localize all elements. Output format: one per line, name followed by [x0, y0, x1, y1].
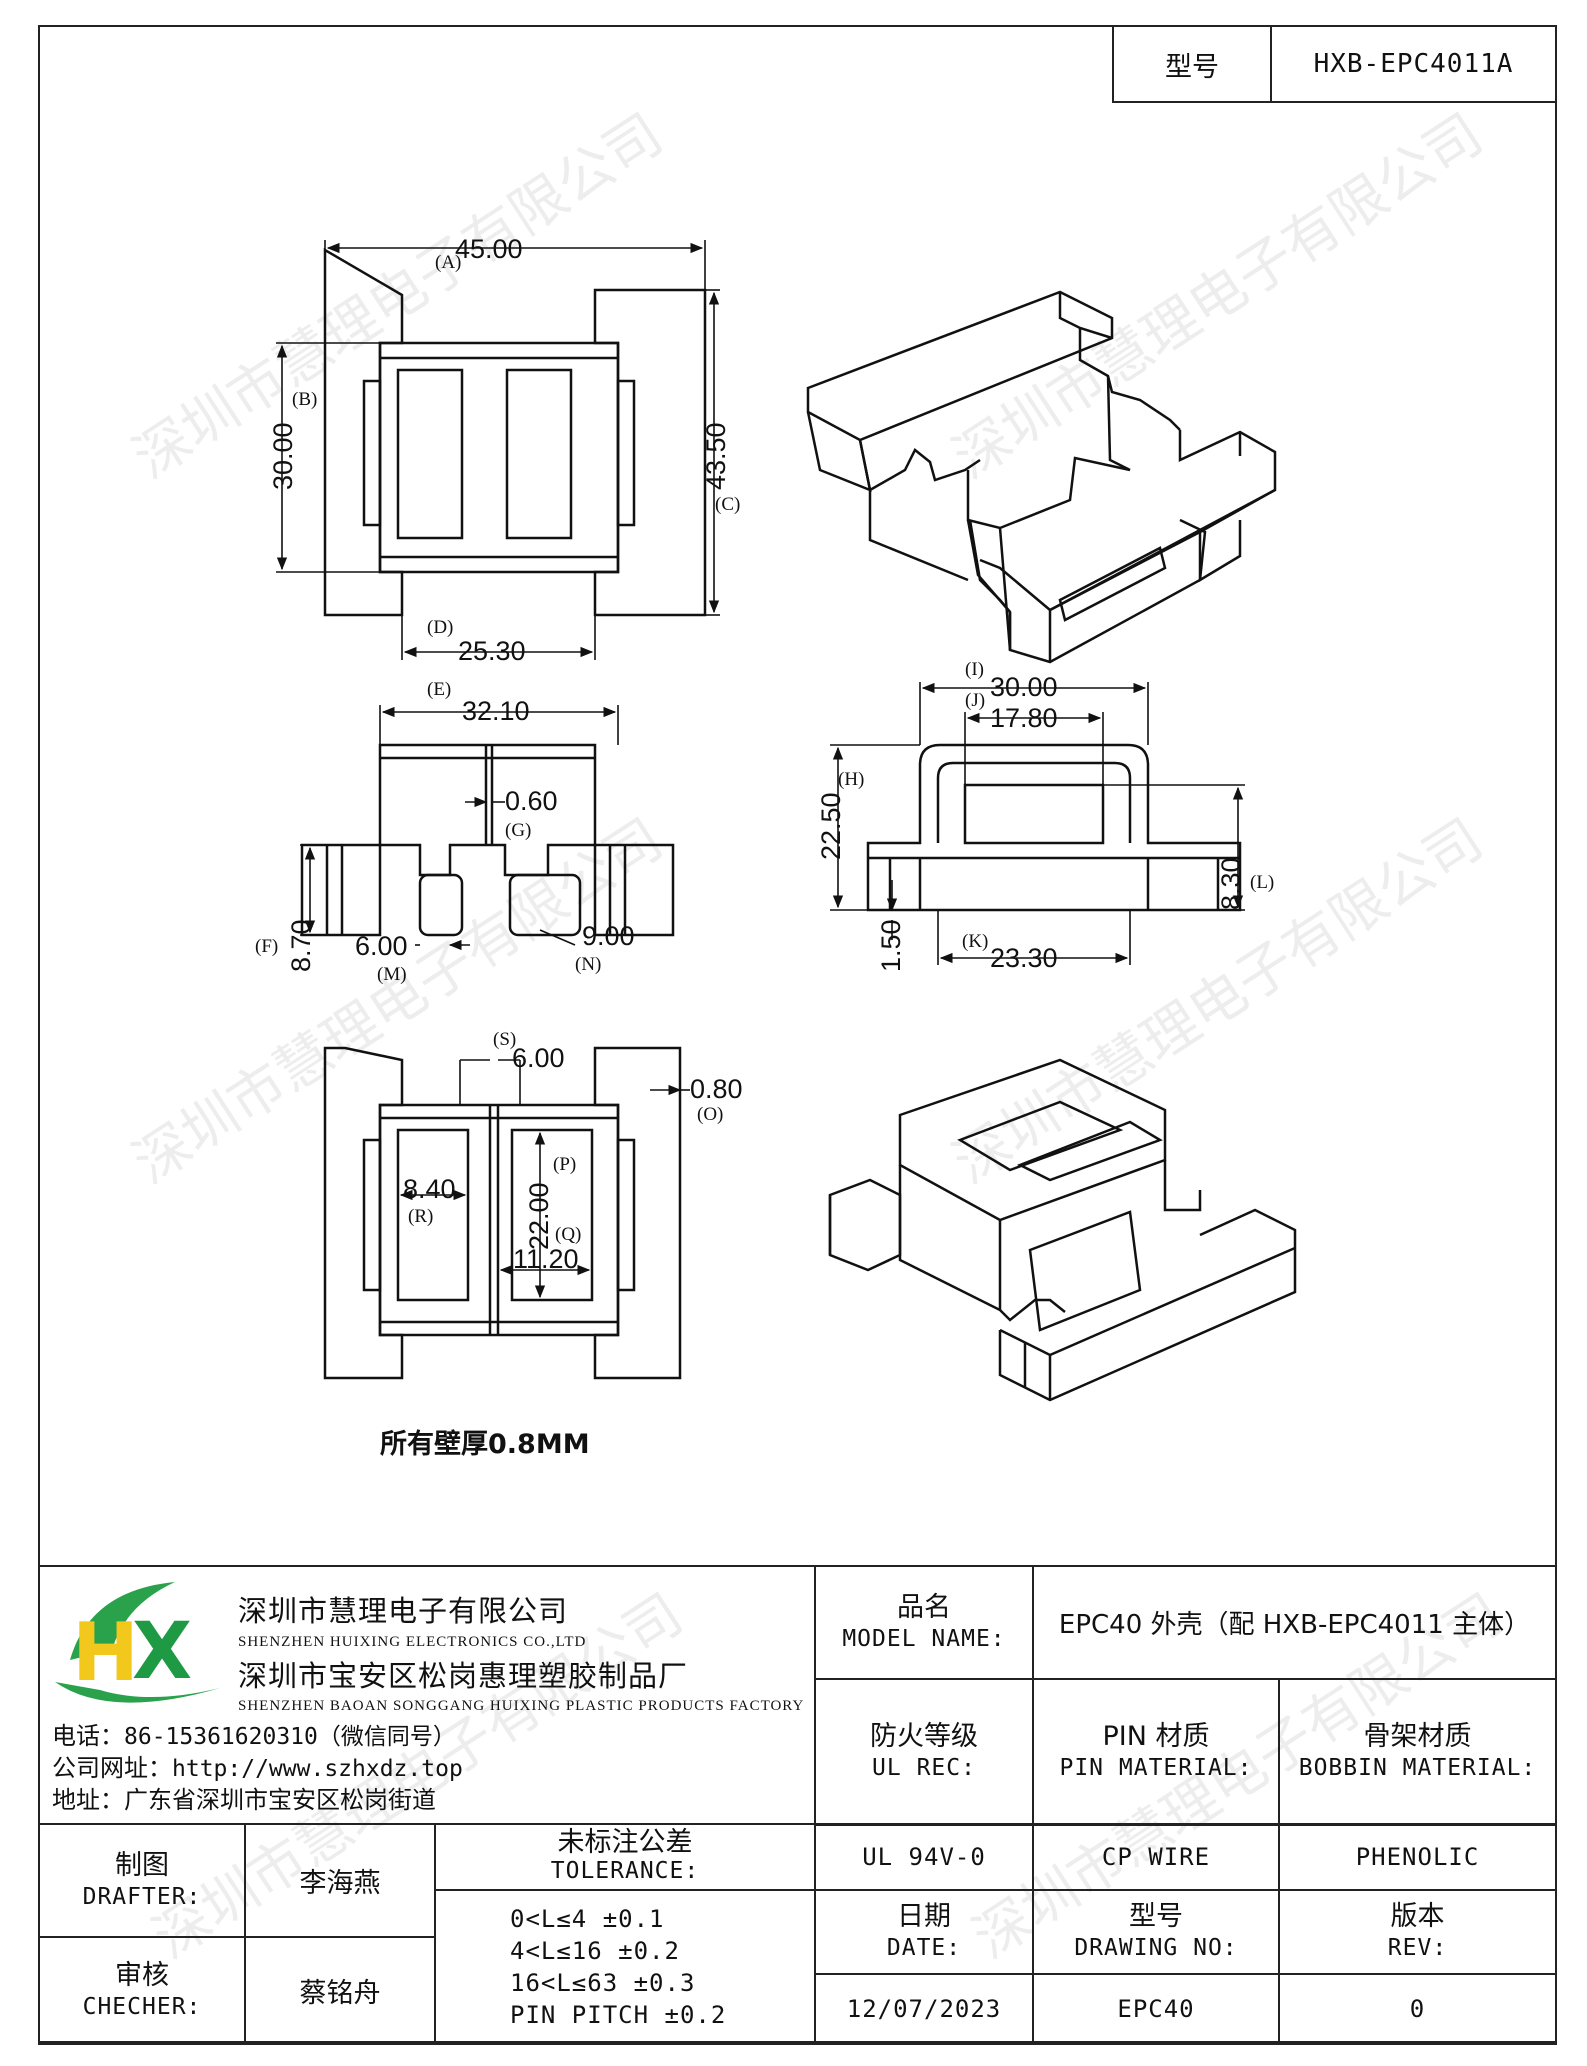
dim-d-letter: (D)	[427, 617, 453, 638]
logo-x-letter: X	[132, 1607, 192, 1697]
company-logo: H X	[55, 1582, 220, 1703]
dim-p-letter: (P)	[553, 1154, 576, 1175]
pin-material-value-cell: CP WIRE	[1032, 1823, 1280, 1891]
rev-label-cell: 版本 REV:	[1278, 1889, 1557, 1975]
side-view	[866, 743, 1242, 912]
header-model-value: HXB-EPC4011A	[1270, 25, 1557, 103]
watermark-2: 深圳市慧理电子有限公司	[942, 102, 1494, 492]
bottom-view	[323, 1046, 682, 1380]
dimension-labels: 45.00 (A) 30.00 (B) 43.50 (C) 25.30 (D) …	[255, 234, 1274, 1274]
dim-k-letter: (K)	[962, 931, 988, 952]
drawing-no-label-cell: 型号 DRAWING NO:	[1032, 1889, 1280, 1975]
company-name-2: 深圳市宝安区松岗惠理塑胶制品厂	[238, 1659, 689, 1693]
front-view	[300, 743, 675, 937]
date-label-cell: 日期 DATE:	[814, 1889, 1034, 1975]
dim-a: 45.00	[455, 234, 523, 264]
dim-q-letter: (Q)	[555, 1224, 581, 1245]
company-block	[38, 1565, 816, 1823]
dim-m-letter: (M)	[377, 964, 407, 985]
dim-e-letter: (E)	[427, 679, 451, 700]
dim-k: 23.30	[990, 943, 1058, 973]
logo-h-letter: H	[72, 1606, 139, 1699]
dim-b: 30.00	[268, 422, 298, 490]
dim-e: 32.10	[462, 696, 530, 726]
dim-h-letter: (H)	[838, 769, 864, 790]
model-name-value-cell: EPC40 外壳（配 HXB-EPC4011 主体）	[1032, 1565, 1557, 1680]
dim-f-letter: (F)	[255, 936, 278, 957]
drafter-label-cell: 制图 DRAFTER:	[38, 1823, 246, 1938]
contact-website[interactable]: 公司网址：http://www.szhxdz.top	[52, 1754, 463, 1782]
model-name-label-cell: 品名 MODEL NAME:	[814, 1565, 1034, 1680]
tolerance-values-cell: 0<L≤4 ±0.1 4<L≤16 ±0.2 16<L≤63 ±0.3 PIN …	[434, 1889, 816, 2045]
dim-n: 9.00	[582, 921, 635, 951]
dim-o-letter: (O)	[697, 1104, 723, 1125]
dim-i-letter: (I)	[965, 659, 984, 680]
dim-r: 8.40	[403, 1174, 456, 1204]
date-value-cell: 12/07/2023	[814, 1973, 1034, 2045]
ul-rec-value-cell: UL 94V-0	[814, 1823, 1034, 1891]
company-name-1-en: SHENZHEN HUIXING ELECTRONICS CO.,LTD	[238, 1634, 587, 1650]
company-name-1: 深圳市慧理电子有限公司	[238, 1594, 569, 1628]
dim-f: 8.70	[286, 919, 316, 972]
drafter-value-cell: 李海燕	[244, 1823, 436, 1938]
dim-l: 8.30	[1216, 857, 1246, 910]
dim-p: 22.00	[524, 1182, 554, 1250]
iso-view-bottom	[828, 1058, 1297, 1402]
dim-s: 6.00	[512, 1043, 565, 1073]
dim-g: 0.60	[505, 786, 558, 816]
drawing-frame	[38, 25, 1557, 2043]
ul-rec-label-cell: 防火等级 UL REC:	[814, 1678, 1034, 1826]
wall-thickness-note: 所有壁厚0.8MM	[380, 1429, 590, 1460]
contact-address: 地址：广东省深圳市宝安区松岗街道	[52, 1786, 436, 1814]
dim-base: 1.50	[876, 919, 906, 972]
drawing-no-value-cell: EPC40	[1032, 1973, 1280, 2045]
dim-m: 6.00	[355, 931, 408, 961]
checker-label-cell: 审核 CHECHER:	[38, 1936, 246, 2045]
rev-value-cell: 0	[1278, 1973, 1557, 2045]
dim-h: 22.50	[816, 792, 846, 860]
tolerance-label-cell: 未标注公差 TOLERANCE:	[434, 1823, 816, 1891]
dim-j-letter: (J)	[965, 690, 985, 711]
contact-phone: 电话：86-15361620310（微信同号）	[52, 1722, 456, 1750]
dim-c-letter: (C)	[715, 494, 740, 515]
dim-b-letter: (B)	[292, 389, 317, 410]
dim-r-letter: (R)	[408, 1206, 433, 1227]
dimension-lines	[276, 240, 1245, 1299]
dim-i: 30.00	[990, 672, 1058, 702]
dim-j: 17.80	[990, 703, 1058, 733]
dim-q: 11.20	[513, 1244, 579, 1274]
dim-a-letter: (A)	[435, 252, 461, 273]
dim-c: 43.50	[701, 422, 731, 490]
dim-n-letter: (N)	[575, 954, 601, 975]
dim-o: 0.80	[690, 1074, 743, 1104]
dim-l-letter: (L)	[1250, 872, 1274, 893]
bobbin-material-label-cell: 骨架材质 BOBBIN MATERIAL:	[1278, 1678, 1557, 1826]
dim-s-letter: (S)	[493, 1029, 516, 1050]
dim-g-letter: (G)	[505, 820, 531, 841]
checker-value-cell: 蔡铭舟	[244, 1936, 436, 2045]
pin-material-label-cell: PIN 材质 PIN MATERIAL:	[1032, 1678, 1280, 1826]
iso-view-top	[806, 290, 1277, 664]
dim-d: 25.30	[458, 636, 526, 666]
company-name-2-en: SHENZHEN BAOAN SONGGANG HUIXING PLASTIC …	[238, 1698, 805, 1714]
bobbin-material-value-cell: PHENOLIC	[1278, 1823, 1557, 1891]
